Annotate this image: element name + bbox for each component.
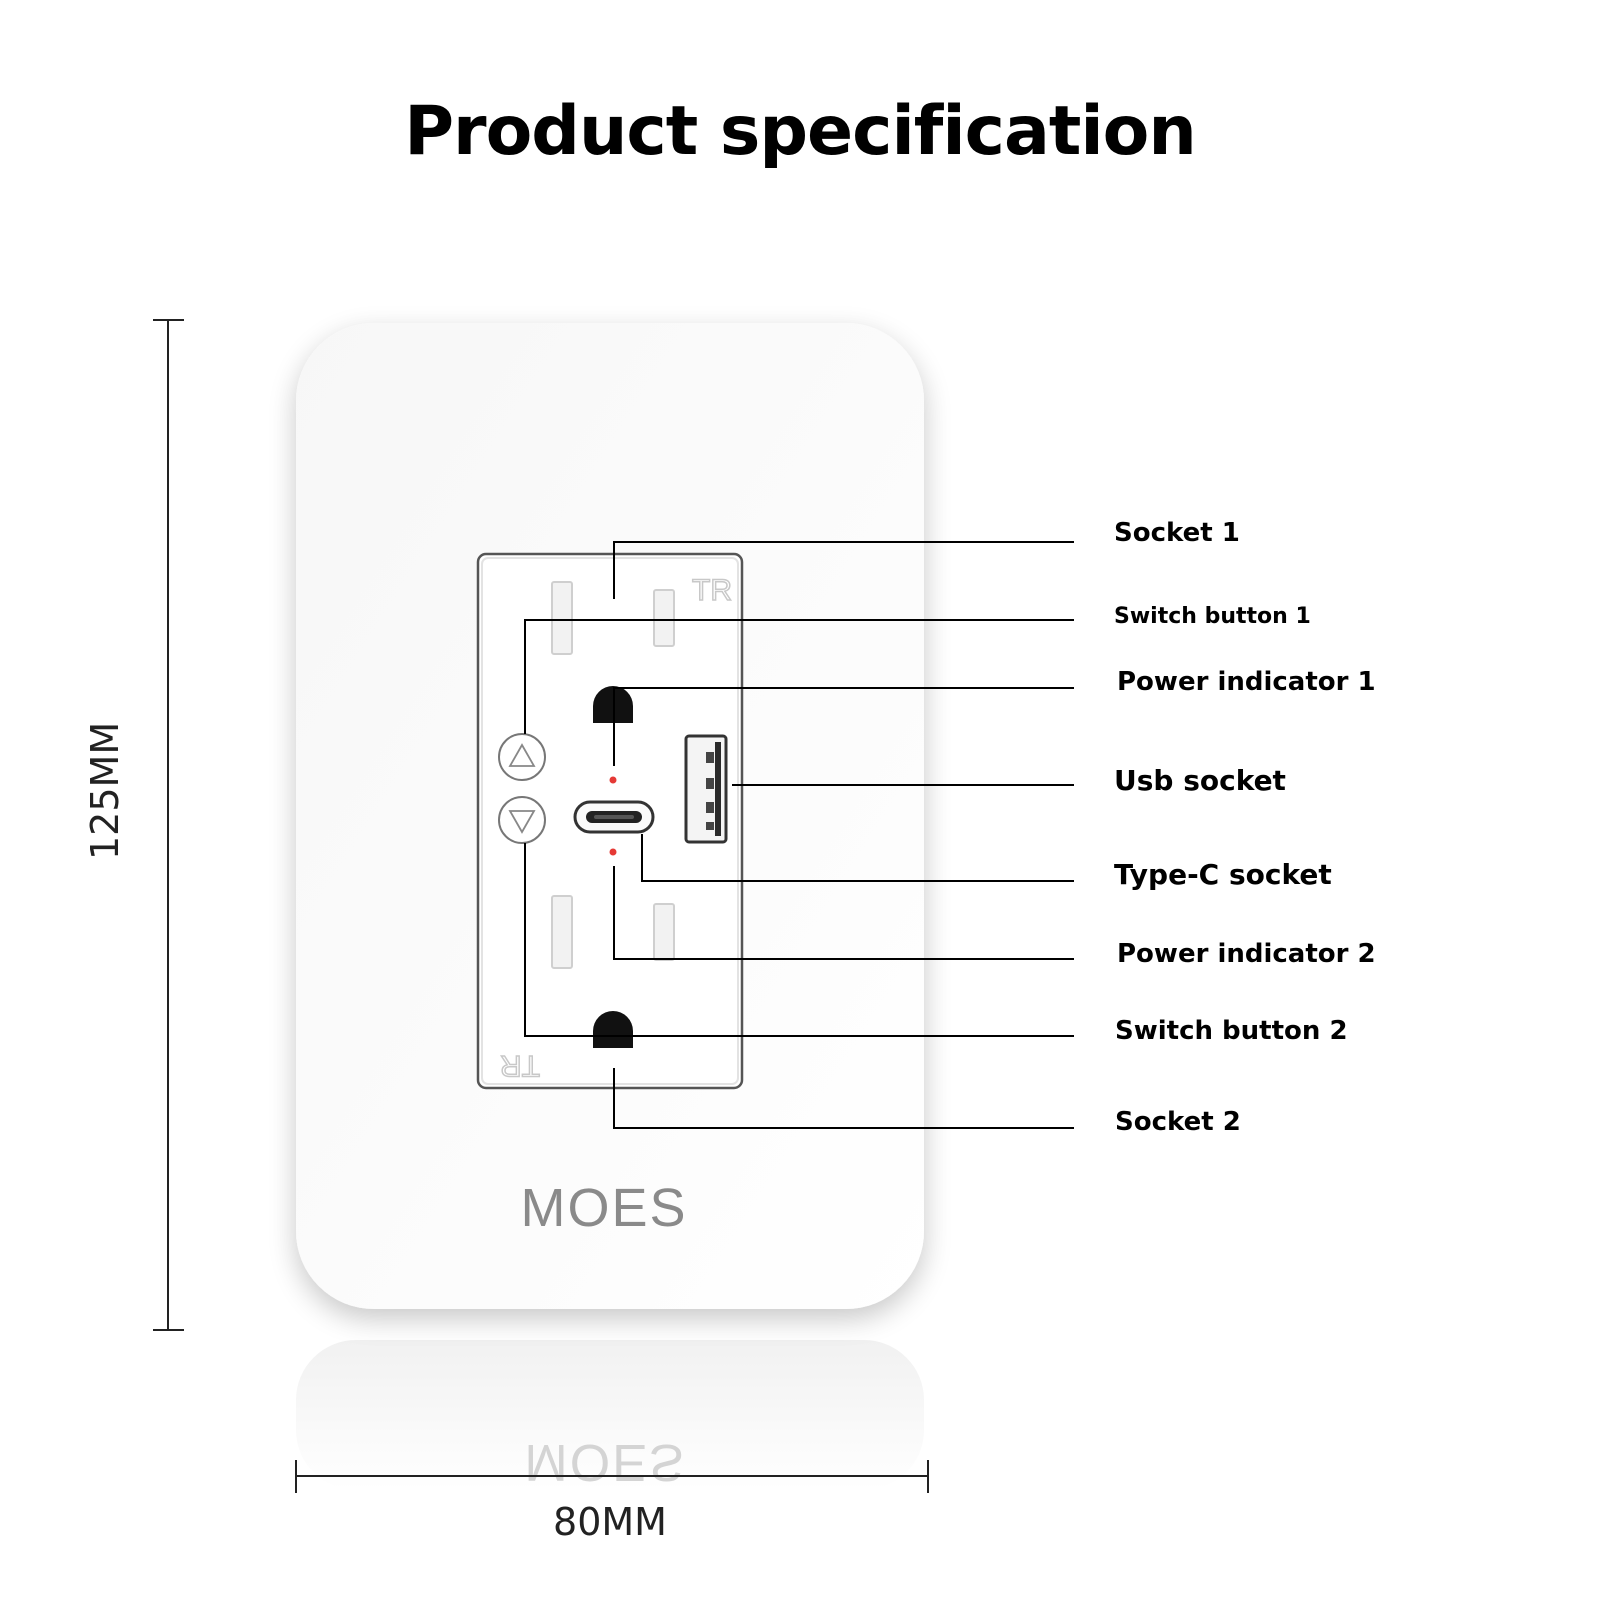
- callout-switch-button-1: Switch button 1: [1114, 604, 1311, 629]
- plate-reflection: MOES: [296, 1340, 924, 1491]
- leader-power-indicator-1: [613, 687, 1074, 766]
- page-title: Product specification: [404, 92, 1197, 171]
- leader-lines: [524, 541, 1074, 1129]
- callout-power-indicator-1: Power indicator 1: [1117, 667, 1376, 697]
- callout-socket-1: Socket 1: [1114, 518, 1240, 548]
- height-dimension-label: 125MM: [83, 721, 127, 860]
- height-dimension-line: [153, 319, 184, 1331]
- power-indicator-1: [609, 776, 617, 784]
- callout-socket-2: Socket 2: [1115, 1107, 1241, 1137]
- callout-power-indicator-2: Power indicator 2: [1117, 939, 1376, 969]
- triangle-down-icon: [508, 810, 536, 834]
- callout-type-c-socket: Type-C socket: [1114, 858, 1332, 891]
- leader-socket-1: [613, 541, 1074, 599]
- leader-switch-button-2: [524, 843, 1074, 1037]
- callout-usb-socket: Usb socket: [1114, 764, 1286, 797]
- leader-power-indicator-2: [613, 866, 1074, 960]
- leader-socket-2: [613, 1068, 1074, 1129]
- socket-2: [551, 895, 675, 1048]
- callout-switch-button-2: Switch button 2: [1115, 1016, 1348, 1046]
- triangle-up-icon: [508, 743, 536, 767]
- power-indicator-2: [609, 848, 617, 856]
- width-dimension-label: 80MM: [553, 1500, 667, 1544]
- width-dimension-line: [295, 1460, 929, 1493]
- brand-reflection: MOES: [524, 1433, 685, 1491]
- socket-1: [551, 581, 675, 723]
- leader-switch-button-1: [524, 619, 1074, 734]
- type-c-socket: [573, 800, 655, 834]
- switch-button-1[interactable]: [498, 733, 546, 781]
- tr-mark-bottom: TR: [500, 1049, 540, 1082]
- leader-type-c-socket: [641, 834, 1074, 882]
- tr-mark-top: TR: [692, 574, 732, 607]
- brand-logo: MOES: [520, 1178, 687, 1238]
- usb-socket: [684, 734, 728, 844]
- switch-button-2[interactable]: [498, 796, 546, 844]
